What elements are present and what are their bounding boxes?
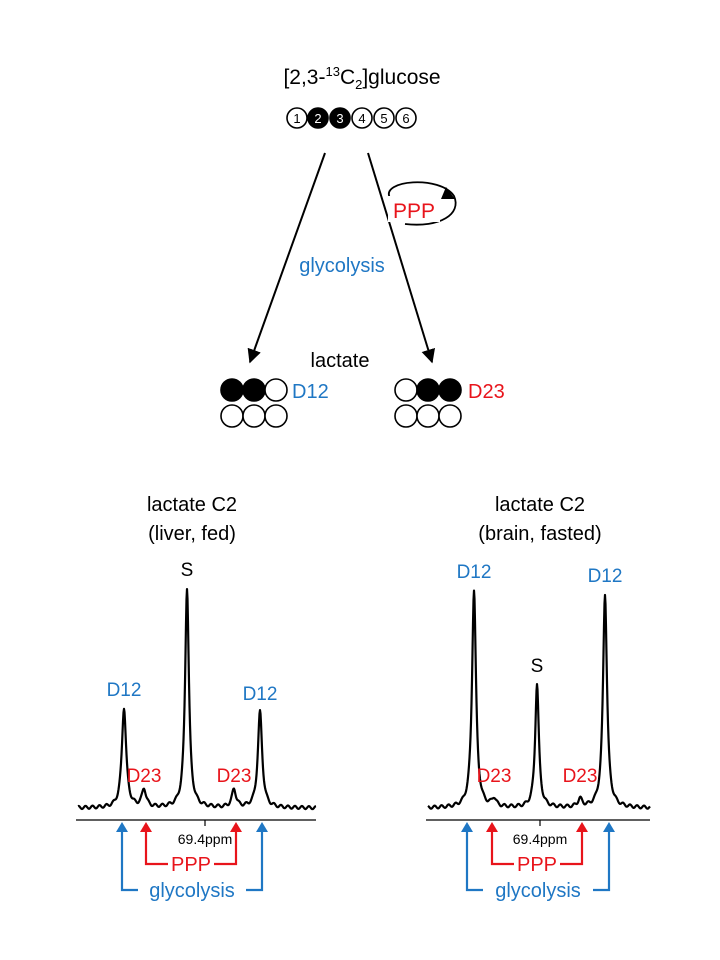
glycolysis-bracket-right — [246, 830, 264, 892]
peak-label-d12-left: D12 — [107, 680, 142, 701]
ppp-bracket-label: PPP — [517, 854, 557, 876]
spectrum-title-line1: lactate C2 — [495, 494, 585, 516]
ppp-loop-arrow — [388, 181, 457, 226]
peak-label-d23-right: D23 — [563, 766, 598, 787]
ppp-label-bg — [388, 196, 440, 222]
d12-label: D12 — [292, 381, 329, 403]
axis-label: 69.4ppm — [178, 831, 232, 847]
d23-label: D23 — [468, 381, 505, 403]
glycolysis-label: glycolysis — [299, 255, 385, 277]
carbon-4-label: 4 — [358, 111, 365, 126]
spectrum-trace — [427, 589, 651, 810]
carbon-1-label: 1 — [293, 111, 300, 126]
spectrum-trace — [77, 588, 317, 811]
peak-label-d12-right: D12 — [243, 684, 278, 705]
ppp-bracket-left — [144, 830, 168, 866]
bracket-arrowhead — [576, 822, 588, 832]
glycolysis-bracket-label: glycolysis — [495, 880, 581, 902]
bracket-arrowhead — [256, 822, 268, 832]
peak-label-s: S — [531, 656, 544, 677]
peak-label-d23-left: D23 — [127, 766, 162, 787]
carbon-5 — [373, 107, 395, 129]
glycolysis-arrow — [247, 152, 326, 364]
ppp-label: PPP — [393, 200, 435, 223]
ppp-bracket-label: PPP — [171, 854, 211, 876]
peak-label-d23-left: D23 — [477, 766, 512, 787]
spectrum-title-line2: (brain, fasted) — [478, 523, 601, 545]
spectrum-title-line1: lactate C2 — [147, 494, 237, 516]
peak-label-d12-right: D12 — [588, 566, 623, 587]
ppp-bracket-left — [490, 830, 514, 866]
axis-label: 69.4ppm — [513, 831, 567, 847]
carbon-5-label: 5 — [380, 111, 387, 126]
carbon-2-label: 2 — [314, 111, 321, 126]
bracket-arrowhead — [230, 822, 242, 832]
glycolysis-bracket-left — [120, 830, 138, 892]
ppp-arrow — [367, 152, 436, 364]
bracket-arrowhead — [486, 822, 498, 832]
peak-label-d12-left: D12 — [457, 562, 492, 583]
glycolysis-bracket-label: glycolysis — [149, 880, 235, 902]
lactate-label: lactate — [311, 350, 370, 372]
spectrum-title-line2: (liver, fed) — [148, 523, 236, 545]
lactate-d12-isotopomer — [220, 378, 288, 428]
lactate-d23-isotopomer — [394, 378, 462, 428]
ppp-loop-arrowhead — [441, 187, 455, 199]
carbon-6 — [395, 107, 417, 129]
substrate-title: [2,3-13C2]glucose — [283, 64, 440, 92]
bracket-arrowhead — [140, 822, 152, 832]
carbon-3-label: 3 — [336, 111, 343, 126]
glucose-carbon-chain: 1 2 3 4 5 6 — [286, 107, 417, 129]
peak-label-s: S — [181, 560, 194, 581]
carbon-4 — [351, 107, 373, 129]
ppp-bracket-right — [214, 830, 238, 866]
bracket-arrowhead — [461, 822, 473, 832]
carbon-3 — [329, 107, 351, 129]
glycolysis-bracket-right — [593, 830, 611, 892]
bracket-arrowhead — [116, 822, 128, 832]
carbon-1 — [286, 107, 308, 129]
carbon-2 — [307, 107, 329, 129]
peak-label-d23-right: D23 — [217, 766, 252, 787]
bracket-arrowhead — [603, 822, 615, 832]
carbon-6-label: 6 — [402, 111, 409, 126]
glycolysis-bracket-left — [465, 830, 483, 892]
ppp-bracket-right — [560, 830, 584, 866]
